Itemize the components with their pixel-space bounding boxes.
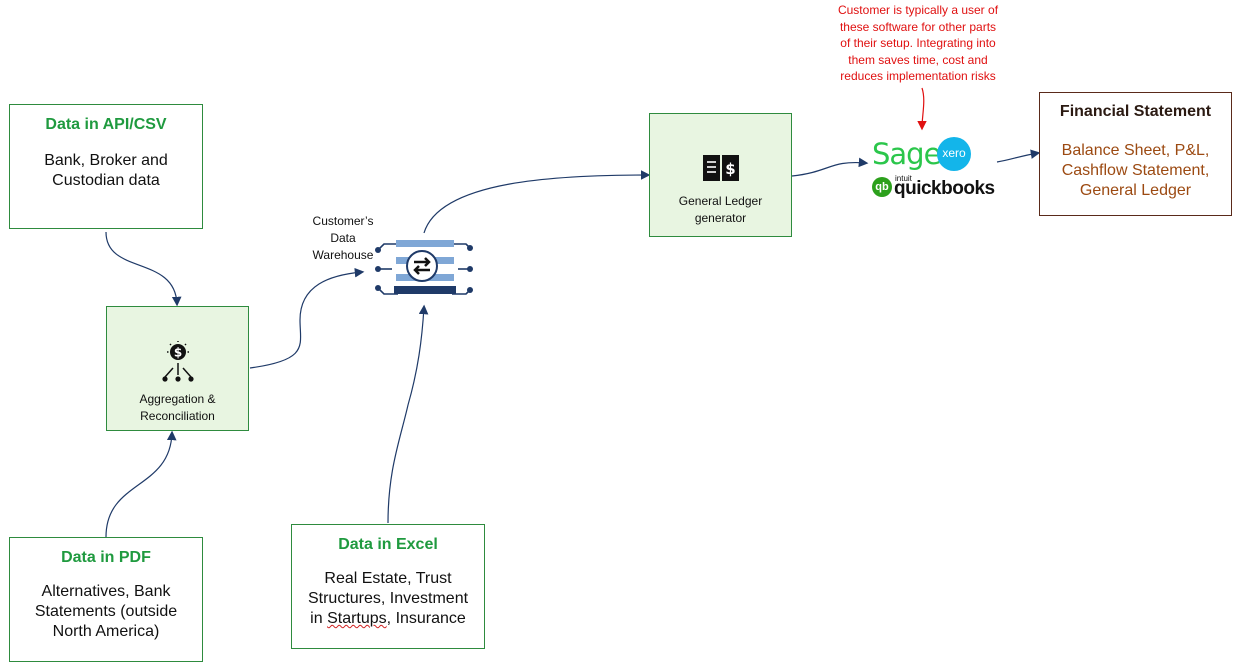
note-line5: reduces implementation risks	[840, 69, 996, 83]
svg-text:$: $	[725, 160, 735, 178]
financial-body-line2: Cashflow Statement,	[1061, 162, 1210, 179]
pdf-body-line1: Alternatives, Bank	[41, 583, 171, 600]
financial-statement-title: Financial Statement	[1059, 103, 1212, 120]
excel-box: Data in Excel Real Estate, Trust Structu…	[291, 524, 485, 649]
pdf-body-line3: North America)	[52, 623, 160, 640]
excel-body-line3-c: , Insurance	[386, 610, 466, 627]
note-line4: them saves time, cost and	[848, 52, 988, 67]
xero-logo: xero	[937, 137, 971, 171]
aggregation-label-line1: Aggregation &	[139, 392, 216, 406]
ledger-label-line2: generator	[694, 211, 747, 225]
api-csv-body-line2: Custodian data	[52, 172, 160, 189]
arrow-ledger-to-logos	[791, 157, 869, 177]
arrow-pdf-to-aggregation	[105, 430, 177, 538]
quickbooks-mark-icon: qb	[872, 177, 892, 197]
note-line3: of their setup. Integrating into	[840, 36, 996, 50]
excel-body-line3-startups: Startups	[327, 610, 387, 627]
intuit-logo-text: intuit	[895, 174, 912, 183]
aggregation-label-line2: Reconciliation	[140, 409, 215, 423]
arrow-note-to-logos	[917, 87, 927, 131]
warehouse-label-line3: Warehouse	[312, 248, 374, 262]
arrow-logos-to-financial	[996, 149, 1041, 163]
financial-statement-box: Financial Statement Balance Sheet, P&L, …	[1039, 92, 1232, 216]
financial-body-line3: General Ledger	[1079, 182, 1192, 199]
sage-logo: Sage	[872, 137, 941, 171]
note-line1: Customer is typically a user of	[837, 3, 999, 17]
api-csv-box: Data in API/CSV Bank, Broker and Custodi…	[9, 104, 203, 229]
ledger-book-icon: $	[702, 155, 739, 181]
excel-body-line3: in Startups, Insurance	[292, 609, 484, 629]
financial-body-line1: Balance Sheet, P&L,	[1061, 142, 1210, 159]
ledger-box: $ General Ledger generator	[649, 113, 792, 237]
pdf-body-line2: Statements (outside	[34, 603, 178, 620]
quickbooks-logo: quickbooks	[894, 178, 995, 199]
aggregation-box: $ Aggregation & Reconciliation	[106, 306, 249, 431]
arrow-warehouse-to-ledger	[423, 170, 651, 234]
arrow-api-to-aggregation	[105, 231, 182, 307]
integration-note: Customer is typically a user of these so…	[820, 2, 1016, 85]
warehouse-label-line1: Customer’s	[312, 214, 374, 228]
warehouse-label: Customer’s Data Warehouse	[300, 213, 386, 264]
excel-body-line3-a: in	[310, 610, 328, 627]
excel-body-line1: Real Estate, Trust	[324, 570, 452, 587]
arrow-aggregation-to-warehouse	[249, 267, 365, 369]
excel-title: Data in Excel	[338, 536, 438, 553]
svg-text:$: $	[173, 346, 181, 360]
pdf-box: Data in PDF Alternatives, Bank Statement…	[9, 537, 203, 662]
api-csv-title: Data in API/CSV	[45, 116, 167, 133]
dollar-network-icon: $	[161, 341, 194, 382]
api-csv-body-line1: Bank, Broker and	[44, 152, 168, 169]
note-line2: these software for other parts	[839, 19, 997, 34]
excel-body-line2: Structures, Investment	[307, 590, 469, 607]
ledger-label-line1: General Ledger	[678, 194, 763, 208]
xero-logo-text: xero	[942, 146, 966, 160]
pdf-title: Data in PDF	[61, 549, 151, 566]
data-exchange-icon	[375, 240, 473, 295]
warehouse-label-line2: Data	[330, 231, 356, 245]
arrow-excel-to-warehouse	[387, 304, 429, 524]
